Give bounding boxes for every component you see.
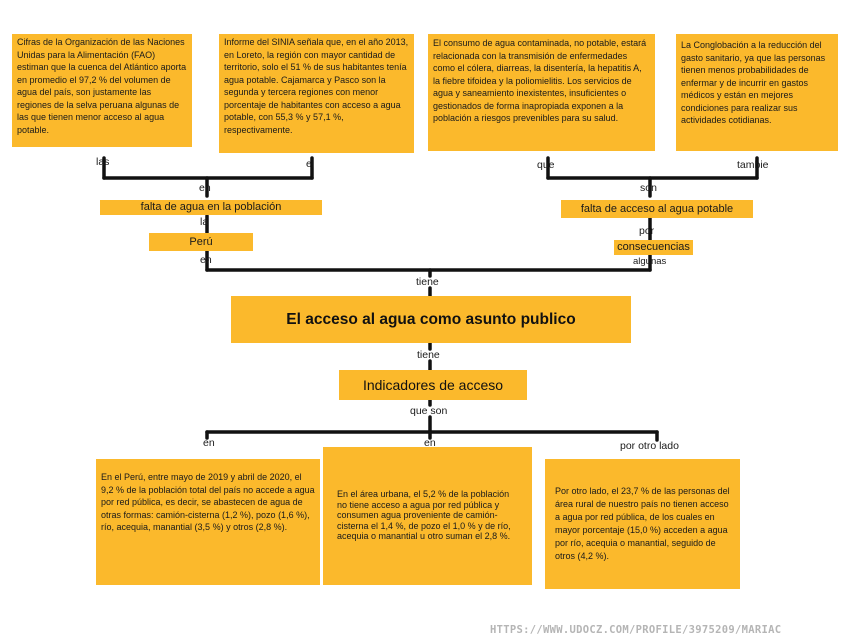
connector-por-otro-lado: por otro lado [620, 440, 679, 452]
connector-el: el [306, 158, 315, 170]
connector-por: por [639, 225, 655, 237]
indicadores-box: Indicadores de acceso [339, 370, 527, 400]
connector-tiene-top: tiene [416, 276, 439, 288]
info-box-consumo-agua: El consumo de agua contaminada, no potab… [428, 34, 655, 151]
connector-algunas: algunas [633, 256, 667, 267]
connector-que: que [537, 159, 555, 171]
connector-tambie: tambie [737, 159, 769, 171]
info-box-conglobacion: La Conglobación a la reducción del gasto… [676, 34, 838, 151]
label-falta-agua: falta de agua en la población [100, 200, 322, 215]
connector-en-left2: en [200, 254, 212, 266]
connector-las: las [96, 156, 110, 168]
connector-la: la [200, 216, 209, 228]
connector-en-left: en [199, 182, 211, 194]
info-box-fao: Cifras de la Organización de las Nacione… [12, 34, 192, 147]
label-falta-acceso: falta de acceso al agua potable [561, 200, 753, 218]
connector-en-bottom-2: en [424, 437, 436, 449]
info-box-area-urbana: En el área urbana, el 5,2 % de la poblac… [323, 447, 532, 585]
connector-tiene-bottom: tiene [417, 349, 440, 361]
main-title: El acceso al agua como asunto publico [231, 296, 631, 343]
connector-en-bottom-1: en [203, 437, 215, 449]
info-box-sinia: Informe del SINIA señala que, en el año … [219, 34, 414, 153]
info-box-peru-red-publica: En el Perú, entre mayo de 2019 y abril d… [96, 459, 320, 585]
info-box-area-rural: Por otro lado, el 23,7 % de las personas… [545, 459, 740, 589]
connector-son: son [640, 182, 657, 194]
footer-url: HTTPS://WWW.UDOCZ.COM/PROFILE/3975209/MA… [490, 624, 782, 636]
label-peru: Perú [149, 233, 253, 251]
connector-que-son: que son [410, 405, 448, 417]
label-consecuencias: consecuencias [614, 240, 693, 255]
